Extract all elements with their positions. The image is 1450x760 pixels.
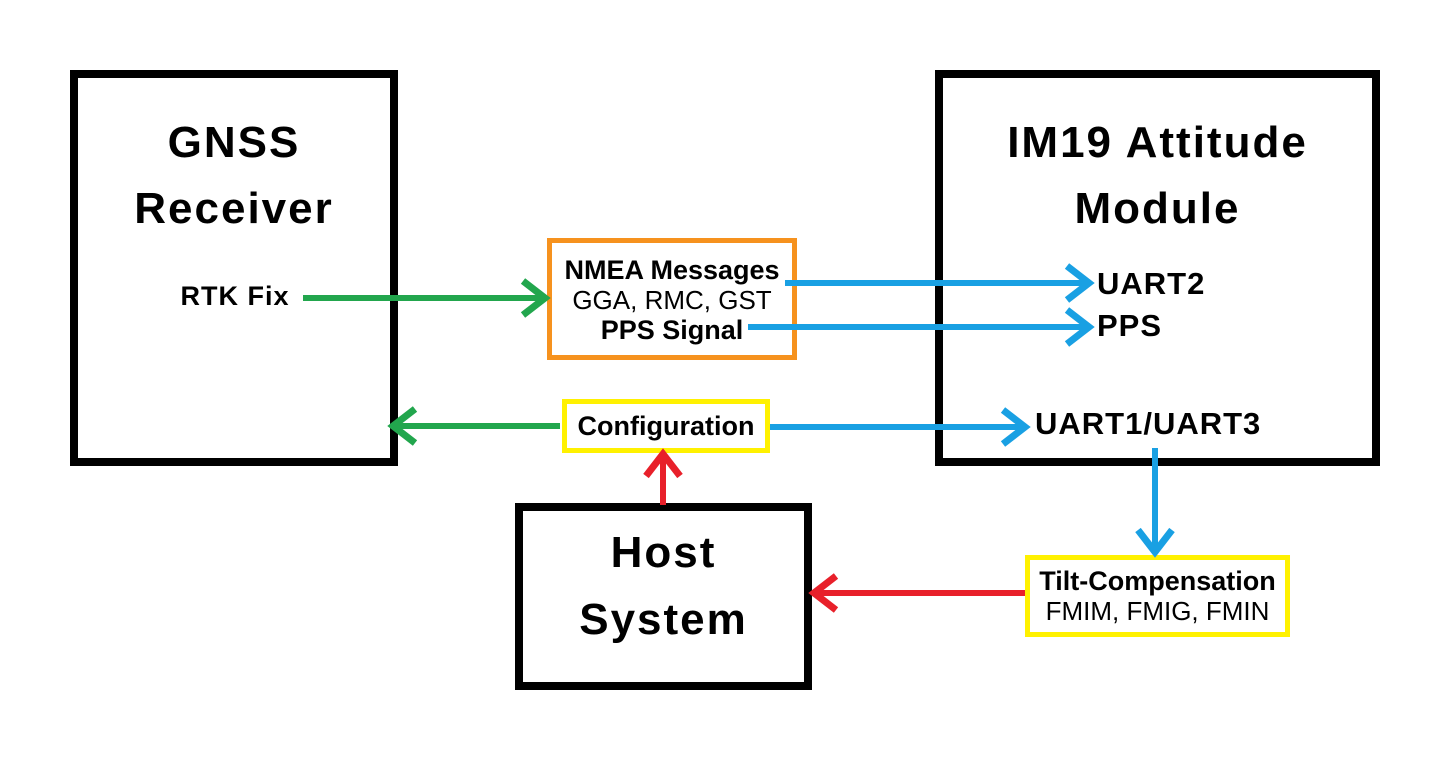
im19-title-line1: IM19 Attitude [1007,118,1308,167]
configuration-box: Configuration [562,399,770,453]
nmea-messages-label: NMEA Messages [564,255,780,285]
configuration-label: Configuration [577,410,755,441]
uart2-port-label: UART2 [1097,266,1206,301]
pps-port-label: PPS [1097,308,1163,343]
im19-title-line2: Module [1074,184,1241,233]
config-to-gnss-arrow [387,406,560,446]
tilt-compensation-box: Tilt-Compensation FMIM, FMIG, FMIN [1025,555,1290,637]
host-system-title: Host System [523,511,804,653]
gnss-receiver-title: GNSS Receiver [78,78,390,242]
tilt-sentences-label: FMIM, FMIG, FMIN [1045,596,1270,626]
host-title-line2: System [579,595,748,644]
im19-attitude-module-box: IM19 Attitude Module [935,70,1380,466]
tilt-compensation-label: Tilt-Compensation [1039,566,1276,596]
gnss-title-line1: GNSS [167,118,301,167]
gnss-title-line2: Receiver [134,184,334,233]
rtk-fix-label: RTK Fix [180,281,290,311]
nmea-messages-box: NMEA Messages GGA, RMC, GST PPS Signal [547,238,797,360]
tilt-to-host-arrow [808,573,1025,613]
host-system-box: Host System [515,503,812,690]
pps-signal-label: PPS Signal [600,315,744,345]
host-to-config-arrow [643,448,683,505]
im19-module-title: IM19 Attitude Module [943,78,1372,242]
nmea-sentences-label: GGA, RMC, GST [572,285,772,315]
gnss-receiver-box: GNSS Receiver [70,70,398,466]
uart1-uart3-port-label: UART1/UART3 [1035,406,1262,441]
host-title-line1: Host [610,528,717,577]
